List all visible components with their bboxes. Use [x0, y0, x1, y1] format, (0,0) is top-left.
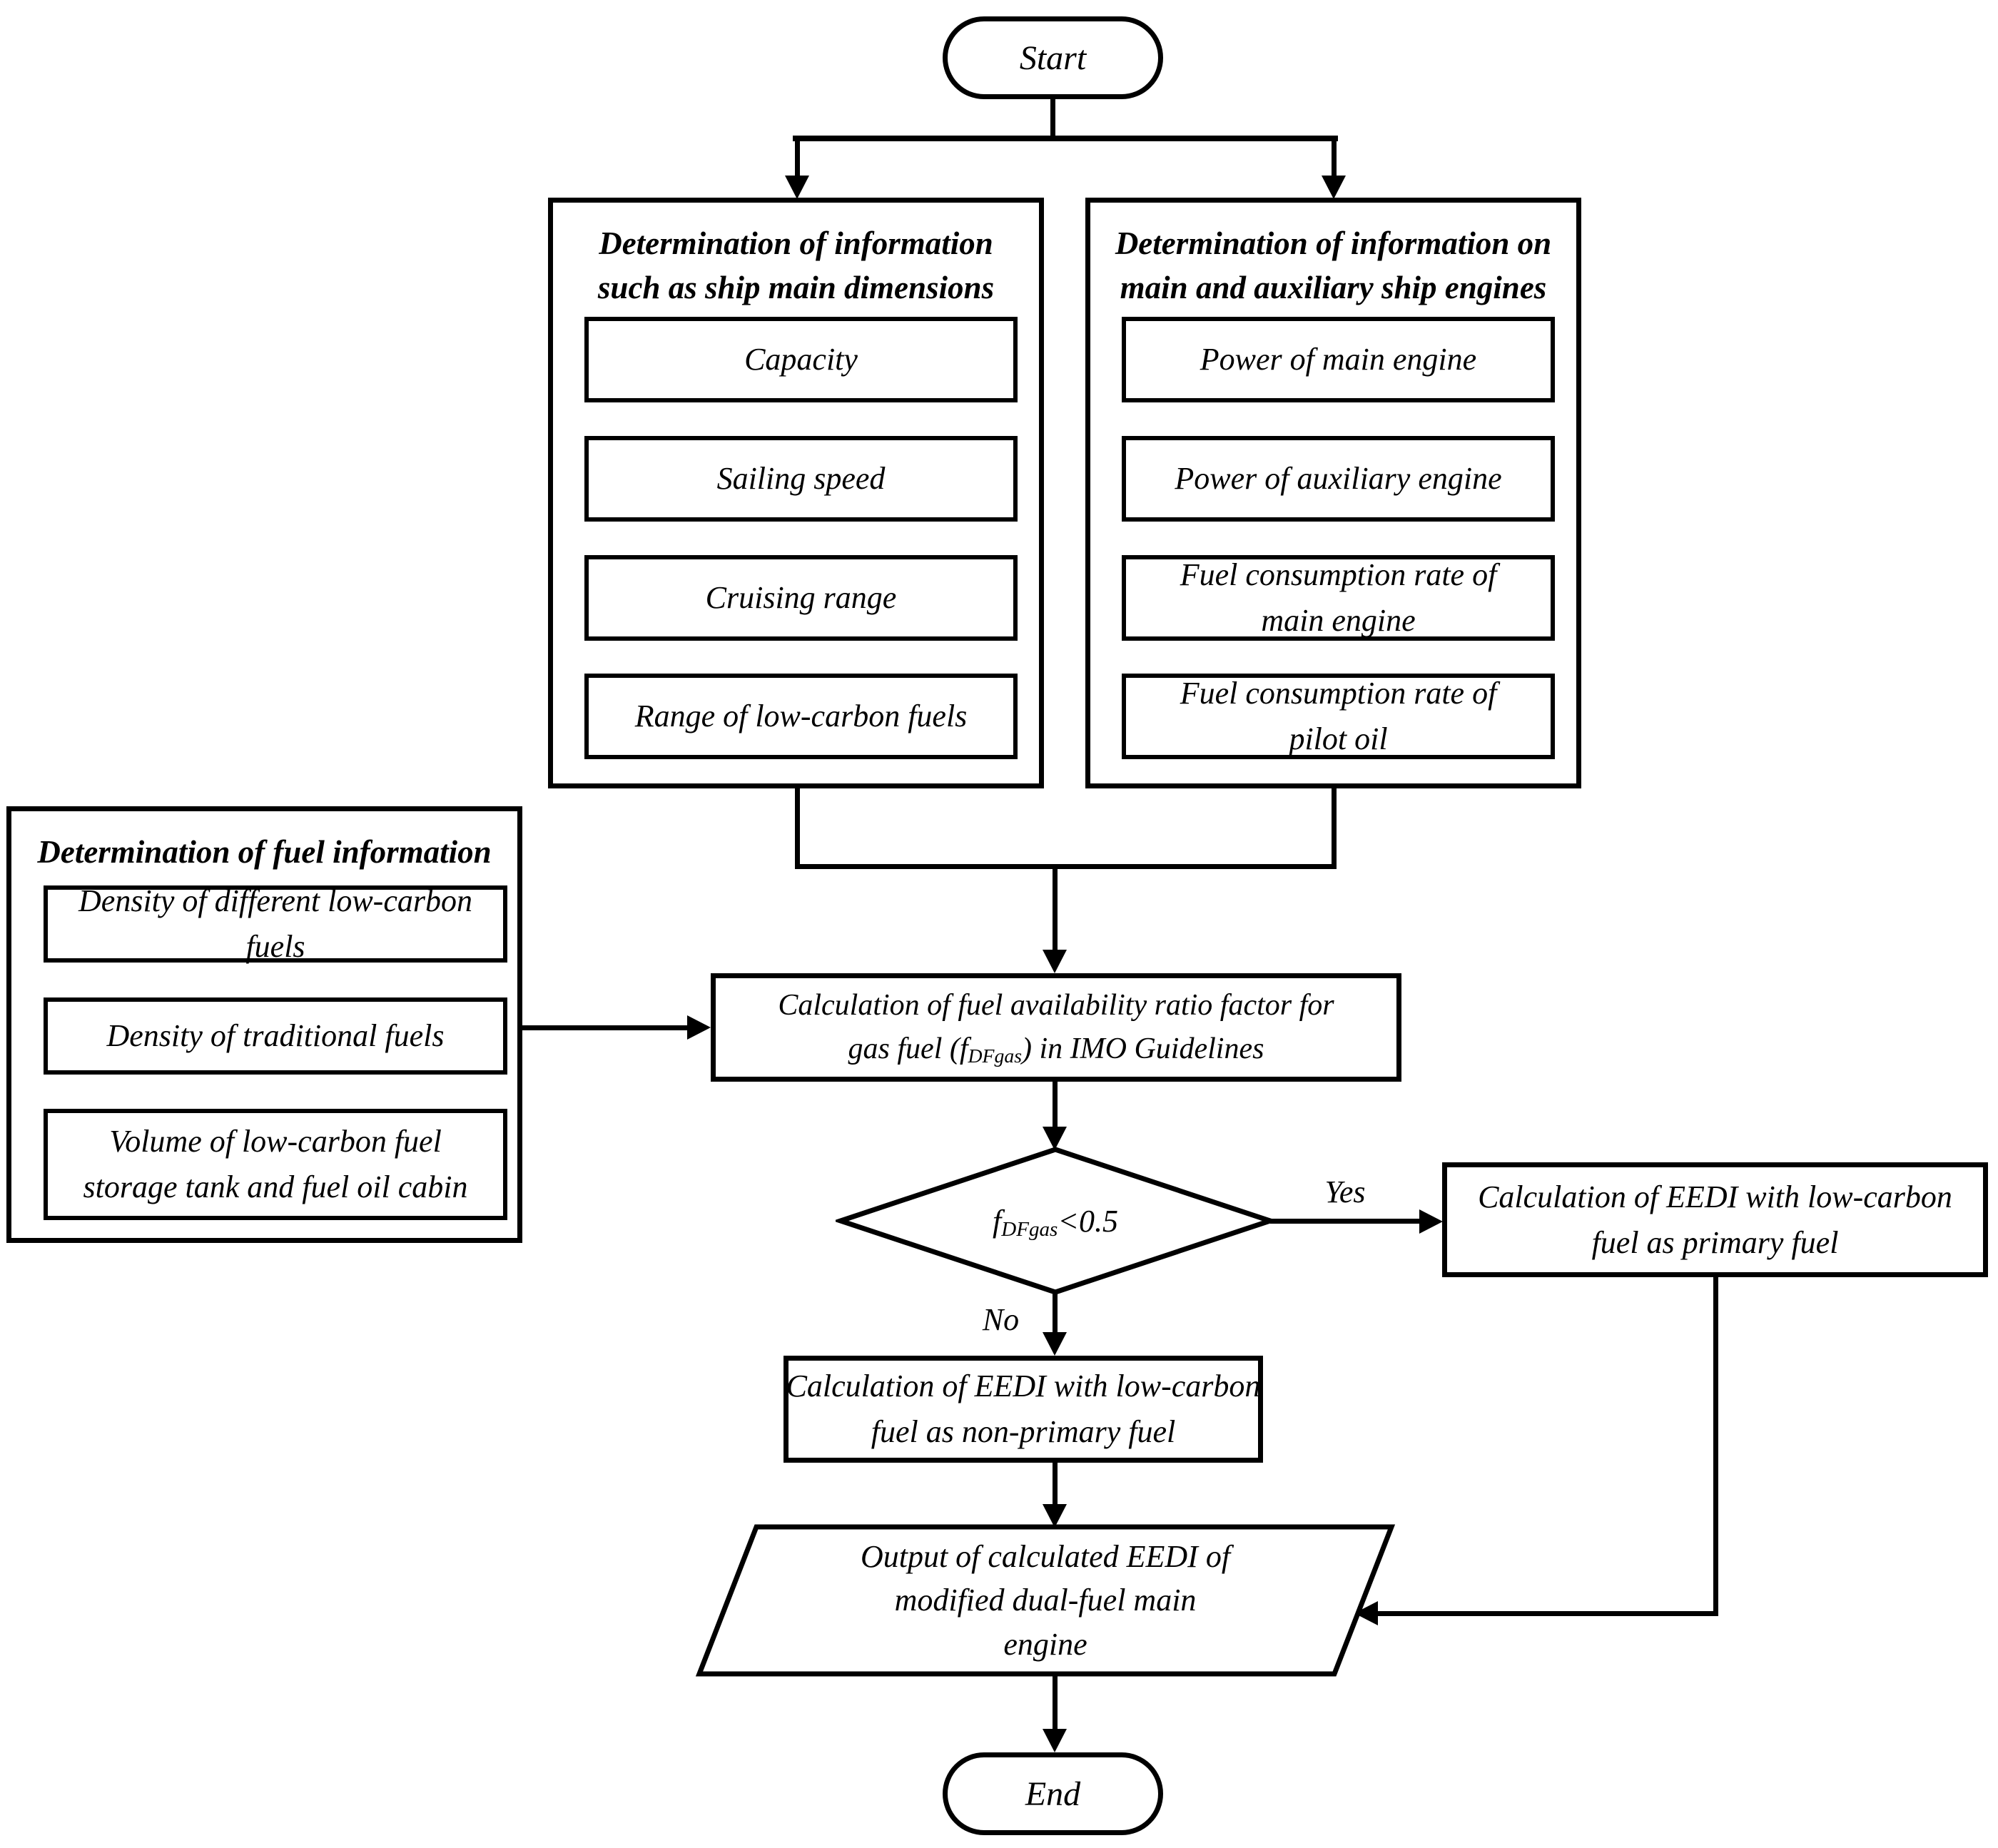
density-low-carbon-box: Density of different low-carbon fuels — [44, 883, 507, 964]
fuel-info-group: Determination of fuel information Densit… — [6, 806, 522, 1243]
connector-engine-group-down — [1332, 788, 1337, 869]
arrowhead-down-icon — [1043, 1729, 1067, 1752]
connector-merge-bar — [795, 864, 1337, 869]
capacity-box: Capacity — [584, 317, 1018, 402]
connector-yes-branch — [1270, 1219, 1421, 1224]
decision-condition: fDFgas<0.5 — [836, 1144, 1275, 1297]
yes-label: Yes — [1324, 1174, 1366, 1209]
density-traditional-box: Density of traditional fuels — [44, 997, 507, 1075]
arrowhead-right-icon — [1419, 1209, 1443, 1234]
connector-merge-drop — [1053, 864, 1058, 951]
arrowhead-down-icon — [1322, 176, 1346, 199]
connector-primary-left — [1377, 1611, 1718, 1616]
availability-calc-box: Calculation of fuel availability ratio f… — [711, 973, 1401, 1082]
connector-to-ship-group — [795, 136, 800, 178]
connector-no-branch — [1053, 1292, 1058, 1334]
fuel-rate-pilot-oil-box: Fuel consumption rate of pilot oil — [1122, 674, 1555, 759]
sailing-speed-box: Sailing speed — [584, 436, 1018, 522]
end-label: End — [1025, 1775, 1081, 1813]
connector-nonprimary-down — [1053, 1463, 1058, 1507]
connector-to-engine-group — [1332, 136, 1337, 178]
arrowhead-down-icon — [1043, 1504, 1067, 1528]
start-node: Start — [943, 16, 1163, 99]
engine-info-group: Determination of information on main and… — [1085, 198, 1581, 788]
connector-fuel-to-calc — [519, 1025, 689, 1030]
arrowhead-down-icon — [1043, 1332, 1067, 1356]
non-primary-calc-box: Calculation of EEDI with low-carbon fuel… — [784, 1356, 1263, 1463]
power-main-engine-box: Power of main engine — [1122, 317, 1555, 402]
arrowhead-down-icon — [1043, 950, 1067, 973]
tank-volume-box: Volume of low-carbon fuel storage tank a… — [44, 1109, 507, 1220]
output-text: Output of calculated EEDI of modified du… — [860, 1538, 1231, 1662]
output-parallelogram — [695, 1524, 1396, 1677]
connector-output-to-end — [1053, 1674, 1058, 1731]
connector-ship-group-down — [795, 788, 800, 869]
end-node: End — [943, 1752, 1163, 1835]
arrowhead-down-icon — [1043, 1127, 1067, 1150]
arrowhead-right-icon — [687, 1015, 711, 1040]
primary-calc-box: Calculation of EEDI with low-carbon fuel… — [1442, 1162, 1988, 1277]
fuel-info-group-title: Determination of fuel information — [37, 834, 492, 870]
ship-info-group: Determination of information such as shi… — [548, 198, 1044, 788]
power-aux-engine-box: Power of auxiliary engine — [1122, 436, 1555, 522]
parallelogram-shape — [695, 1524, 1396, 1677]
availability-calc-line2: gas fuel (fDFgas) in IMO Guidelines — [848, 1032, 1264, 1067]
connector-primary-down — [1713, 1277, 1718, 1615]
ship-info-group-title: Determination of information such as shi… — [597, 225, 995, 306]
connector-start-drop — [1050, 96, 1055, 139]
connector-split-bar — [793, 136, 1338, 141]
start-label: Start — [1019, 39, 1087, 77]
engine-info-group-title: Determination of information on main and… — [1115, 225, 1552, 306]
fuel-rate-main-engine-box: Fuel consumption rate of main engine — [1122, 555, 1555, 641]
cruising-range-box: Cruising range — [584, 555, 1018, 641]
connector-calc-to-decision — [1053, 1082, 1058, 1129]
low-carbon-range-box: Range of low-carbon fuels — [584, 674, 1018, 759]
no-label: No — [982, 1302, 1020, 1337]
arrowhead-down-icon — [785, 176, 809, 199]
decision-expression: fDFgas<0.5 — [993, 1203, 1118, 1241]
